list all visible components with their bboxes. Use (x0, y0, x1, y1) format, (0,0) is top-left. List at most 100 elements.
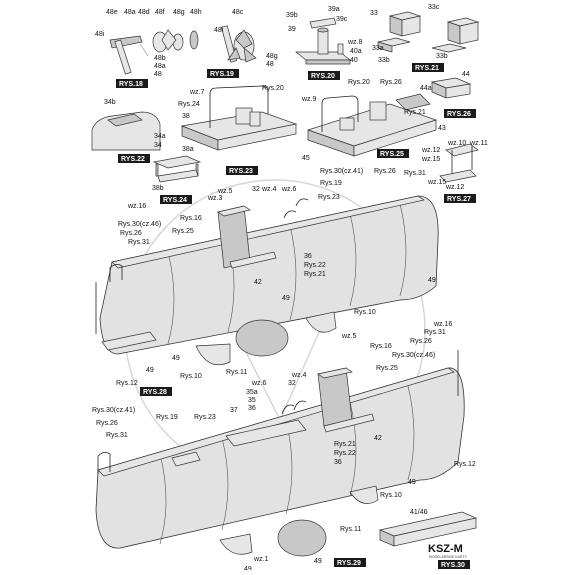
label: Rys.21 (334, 441, 356, 448)
badge-text: RYS.24 (163, 197, 187, 204)
badge-text: RYS.30 (441, 562, 465, 569)
figure-rys19 (221, 25, 257, 63)
badge-text: RYS.29 (337, 560, 361, 567)
label: 39c (336, 16, 348, 23)
label: 37 (230, 407, 238, 414)
label: 49 (244, 566, 252, 570)
label: 36 (248, 405, 256, 412)
label: 39 (288, 26, 296, 33)
label: Rys.16 (180, 215, 202, 222)
label: wz.6 (281, 186, 297, 193)
label: Rys.26 (380, 79, 402, 86)
label: Rys.25 (376, 365, 398, 372)
badge-rys21: RYS.21 (412, 63, 444, 72)
label: wz.15 (427, 179, 446, 186)
label: Rys.26 (120, 230, 142, 237)
label: 36 (304, 253, 312, 260)
label: Rys.26 (96, 420, 118, 427)
label: 48 (266, 61, 274, 68)
label: Rys.23 (318, 194, 340, 201)
label: 34 (154, 142, 162, 149)
label: 48e (106, 9, 118, 16)
figure-rys28 (95, 195, 439, 366)
brand-name: KSZ-M (428, 543, 463, 555)
badge-text: RYS.20 (311, 73, 335, 80)
label: 35 (248, 397, 256, 404)
label: wz.16 (433, 321, 452, 328)
label: 48a (124, 9, 136, 16)
label: 45 (302, 155, 310, 162)
labels-rys28: wz.5 32 wz.4 wz.6 Rys.30(cz.41) Rys.19 R… (116, 168, 436, 387)
label: 48g (173, 9, 185, 16)
label: Rys.19 (320, 180, 342, 187)
label: 48a (154, 63, 166, 70)
label: Rys.12 (454, 461, 476, 468)
badge-rys18: RYS.18 (116, 79, 148, 88)
label: wz.1 (253, 556, 269, 563)
badge-rys24: RYS.24 (160, 195, 192, 204)
label: 49 (314, 558, 322, 565)
label: wz.8 (347, 39, 363, 46)
figure-rys22 (91, 111, 161, 151)
badge-text: RYS.21 (415, 65, 439, 72)
label: Rys.26 (410, 338, 432, 345)
label: 49 (428, 277, 436, 284)
label: 38b (152, 185, 164, 192)
labels-rys30: 41/46 (410, 509, 428, 516)
labels-rys26: 44 44a (420, 71, 470, 92)
figure-rys30 (378, 511, 478, 547)
label: 48g (266, 53, 278, 60)
badge-rys19: RYS.19 (207, 69, 239, 78)
label: wz.3 (207, 195, 223, 202)
labels-rys24: 38a 38b (152, 146, 194, 192)
label: Rys.23 (194, 414, 216, 421)
label: 49 (282, 295, 290, 302)
label: 48i (95, 31, 105, 38)
badge-text: RYS.26 (447, 111, 471, 118)
label: Rys.21 (404, 109, 426, 116)
label: Rys.31 (404, 170, 426, 177)
badge-rys25: RYS.25 (377, 149, 409, 158)
label: Rys.16 (370, 343, 392, 350)
label: wz.15 (421, 156, 440, 163)
label: 39b (286, 12, 298, 19)
label: 32 (288, 380, 296, 387)
label: 33a (372, 45, 384, 52)
label: wz.12 (445, 184, 464, 191)
labels-rys18: 48e 48a 48d 48f 48g 48h 48i 48b 48a 48 (95, 9, 202, 78)
label: Rys.11 (226, 369, 247, 376)
badge-text: RYS.22 (121, 156, 145, 163)
label: 33 (370, 10, 378, 17)
figure-rys26 (430, 77, 472, 99)
badge-text: RYS.19 (210, 71, 234, 78)
label: Rys.10 (380, 492, 402, 499)
label: Rys.30(cz.41) (92, 407, 135, 414)
badge-rys30: RYS.30 (438, 560, 470, 569)
label: Rys.20 (348, 79, 370, 86)
labels-rys22: 34b 34a 34 (104, 99, 166, 149)
label: 48i (214, 27, 224, 34)
label: 44a (420, 85, 432, 92)
label: wz.10 (447, 140, 466, 147)
label: 38 (182, 113, 190, 120)
labels-rys21: 33 33c 33a 33b 33b (370, 4, 448, 64)
badge-rys26: RYS.26 (444, 109, 476, 118)
brand-logo: KSZ-M MODELARSKIE KARTY (428, 543, 468, 559)
label: wz.16 (127, 203, 146, 210)
label: Rys.11 (340, 526, 361, 533)
label: wz.7 (189, 89, 205, 96)
label: 36 (334, 459, 342, 466)
label: 33c (428, 4, 440, 11)
badge-rys22: RYS.22 (118, 154, 150, 163)
badge-text: RYS.25 (380, 151, 404, 158)
figure-rys29 (95, 350, 465, 557)
label: Rys.20 (262, 85, 284, 92)
label: Rys.25 (172, 228, 194, 235)
label: 33b (436, 53, 448, 60)
label: 49 (408, 479, 416, 486)
label: wz.11 (469, 140, 488, 147)
label: 41/46 (410, 509, 428, 516)
label: Rys.30(cz.46) (118, 221, 161, 228)
label: 42 (374, 435, 382, 442)
